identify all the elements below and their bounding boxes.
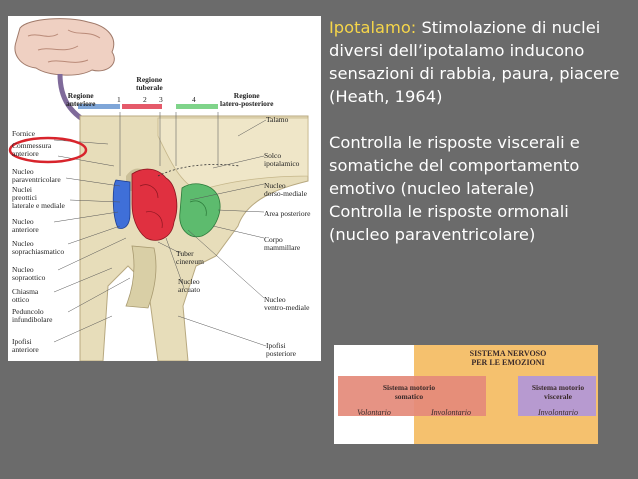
label-involontario-visceral: Involontario [538, 408, 578, 417]
somatic-motor-box [338, 376, 486, 416]
label-nuclei-preottici: Nuclei preottici laterale e mediale [12, 185, 65, 210]
label-region-2: 2 [143, 95, 147, 104]
label-regione-tuberale: Regione tuberale [136, 75, 163, 92]
label-nucleo-ventro-mediale: Nucleo ventro-mediale [264, 295, 310, 312]
label-nucleo-anteriore: Nucleo anteriore [12, 217, 39, 234]
label-region-4: 4 [192, 95, 196, 104]
label-ipofisi-anteriore: Ipofisi anteriore [12, 337, 39, 354]
hypothalamus-figure: Regione tuberale Regione anteriore Regio… [8, 16, 321, 361]
label-involontario-somatic: Involontario [431, 408, 471, 417]
label-tuber-cinereum: Tuber cinereum [176, 249, 204, 266]
label-nucleo-sopraottico: Nucleo sopraottico [12, 265, 46, 282]
label-regione-anteriore: Regione anteriore [66, 91, 96, 108]
label-nucleo-soprachiasmatico: Nucleo soprachiasmatico [12, 239, 65, 256]
label-regione-latero-posteriore: Regione latero-posteriore [220, 91, 274, 108]
label-nucleo-arcuato: Nucleo arcuato [178, 277, 201, 294]
slide-text: Ipotalamo: Stimolazione di nuclei divers… [329, 16, 634, 246]
visceral-motor-box [518, 376, 596, 416]
label-commessura-anteriore: Commessura anteriore [12, 141, 52, 158]
label-ipofisi-posteriore: Ipofisi posteriore [266, 341, 296, 358]
label-solco-ipotalamico: Solco ipotalamico [264, 151, 300, 168]
intro-paragraph: Ipotalamo: Stimolazione di nuclei divers… [329, 16, 634, 85]
label-chiasma-ottico: Chiasma ottico [12, 287, 39, 304]
label-region-3: 3 [159, 95, 163, 104]
label-area-posteriore: Area posteriore [264, 209, 311, 218]
label-volontario: Volontario [357, 408, 391, 417]
paragraph-hormonal: Controlla le risposte ormonali (nucleo p… [329, 202, 569, 244]
diagram-title: SISTEMA NERVOSO PER LE EMOZIONI [469, 349, 547, 367]
label-nucleo-paraventricolare: Nucleo paraventricolare [12, 167, 61, 184]
label-region-1: 1 [117, 95, 121, 104]
brain-illustration [8, 18, 309, 361]
label-somatic-motor: Sistema motorio somatico [382, 383, 436, 401]
emotion-system-diagram: SISTEMA NERVOSO PER LE EMOZIONI Sistema … [334, 345, 598, 444]
title-highlight: Ipotalamo: [329, 18, 417, 37]
label-corpo-mammillare: Corpo mammillare [264, 235, 301, 252]
label-nucleo-dorso-mediale: Nucleo dorso-mediale [264, 181, 307, 198]
label-visceral-motor: Sistema motorio viscerale [531, 383, 585, 401]
citation: (Heath, 1964) [329, 87, 443, 106]
label-peduncolo-infundibolare: Peduncolo infundibolare [12, 307, 53, 324]
title-rest: Stimolazione di nuclei diversi dell’ipot… [329, 18, 620, 83]
paragraph-visceral: Controlla le risposte viscerali e somati… [329, 133, 580, 198]
label-talamo: Talamo [266, 115, 289, 124]
label-fornice: Fornice [12, 129, 35, 138]
